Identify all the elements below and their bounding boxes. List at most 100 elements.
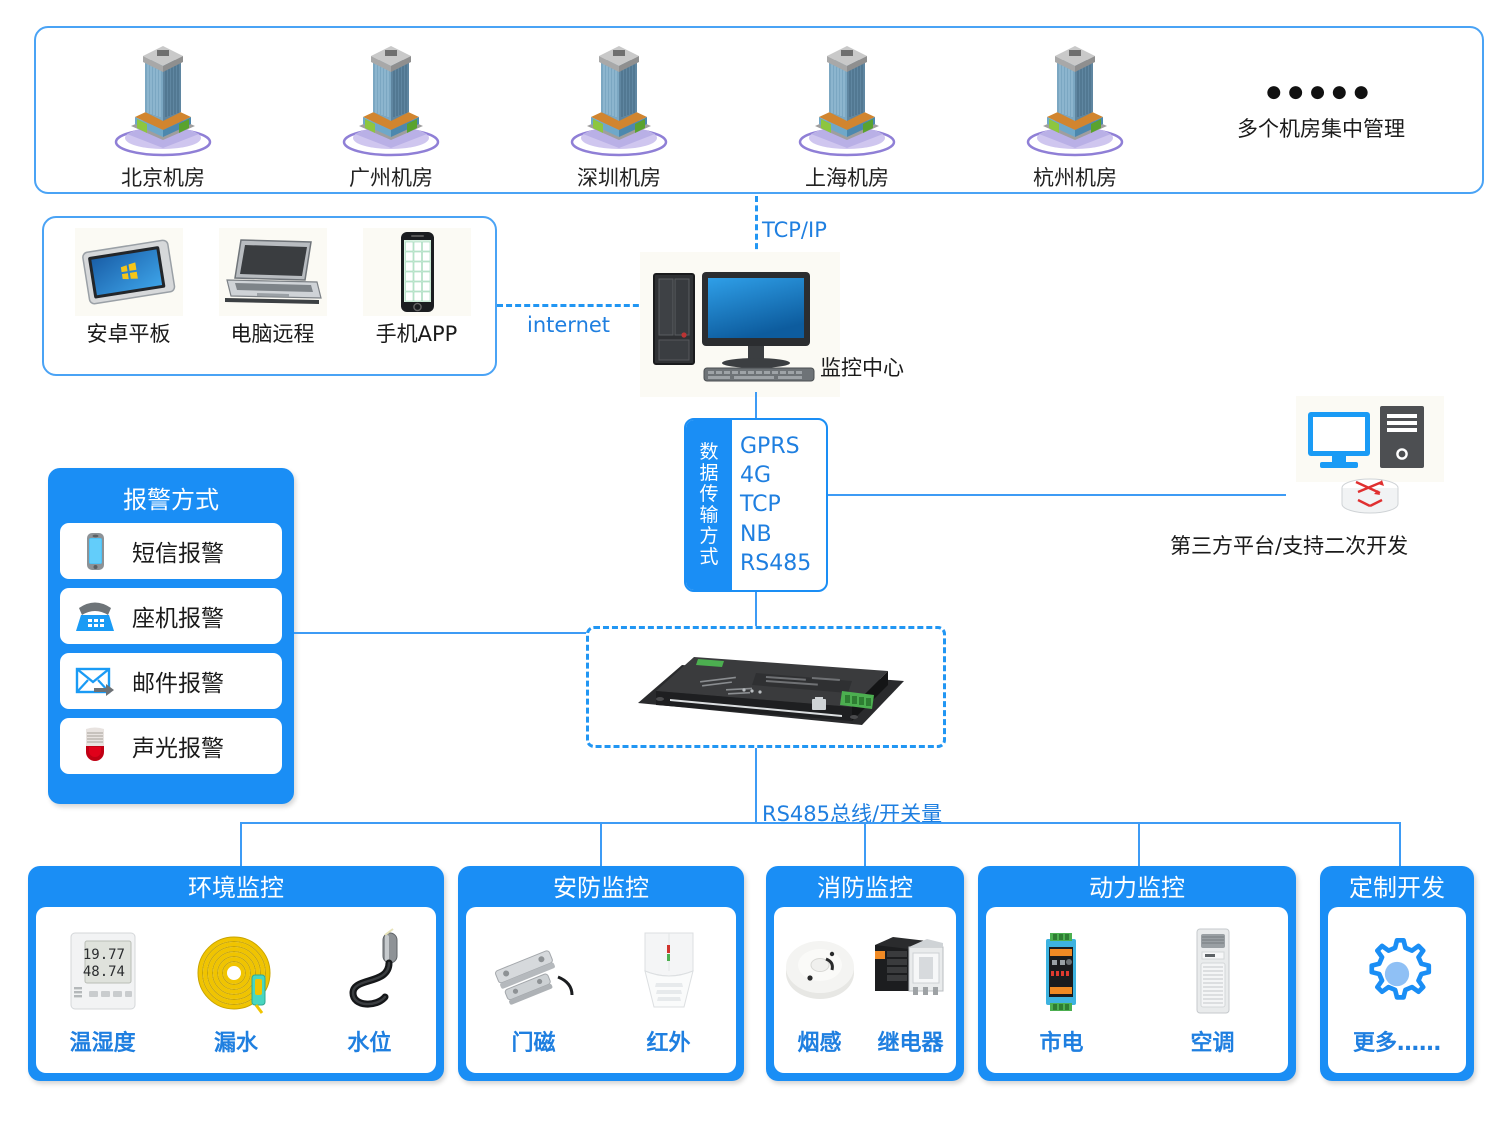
alarm-method-label: 声光报警	[132, 736, 224, 762]
building-icon	[114, 46, 212, 157]
internet-link-label: internet	[527, 313, 611, 337]
alarm-to-controller-line	[294, 632, 590, 634]
sensor-label: 烟感	[797, 1031, 842, 1056]
alarm-method-label: 邮件报警	[132, 671, 224, 697]
category-panel-fire: 消防监控 烟感	[766, 866, 964, 1081]
sensor-label: 市电	[1039, 1031, 1084, 1056]
building-icon	[798, 46, 896, 157]
machine-room-label: 杭州机房	[1033, 166, 1117, 190]
water-level-probe-icon	[349, 928, 398, 1008]
sensor-label: 门磁	[511, 1031, 556, 1056]
client-device-item[interactable]: 安卓平板	[56, 228, 201, 348]
monitoring-host-controller[interactable]	[586, 626, 946, 748]
laptop-icon	[218, 228, 327, 316]
machine-room-item[interactable]: 上海机房	[762, 42, 932, 192]
water-leak-rope-icon	[197, 936, 271, 1014]
more-rooms-caption: 多个机房集中管理	[1237, 117, 1405, 141]
machine-room-item[interactable]: 北京机房	[78, 42, 248, 192]
sensor-item[interactable]: 19.77 48.74 温湿度	[36, 925, 169, 1073]
transmission-title-char: 传	[699, 483, 719, 506]
category-panel-environment: 环境监控 19.77 48.74 温湿度	[28, 866, 444, 1081]
internet-dashed-link	[497, 304, 657, 307]
alarm-method-item[interactable]: 短信报警	[60, 523, 282, 579]
client-device-item[interactable]: 电脑远程	[200, 228, 345, 348]
gear-icon	[1369, 938, 1432, 1000]
tcpip-link-label: TCP/IP	[762, 218, 827, 242]
transmission-to-thirdparty-line	[828, 494, 1286, 496]
alarm-method-item[interactable]: 声光报警	[60, 718, 282, 774]
sensor-item[interactable]: 红外	[601, 925, 736, 1073]
data-transmission-box[interactable]: 数 据 传 输 方 式 GPRS 4G TCP NB RS485	[684, 418, 828, 592]
bus-drop-custom	[1399, 822, 1401, 868]
client-devices-panel: 安卓平板 电脑远程	[42, 216, 497, 376]
transmission-title-char: 方	[699, 524, 719, 547]
transmission-title-char: 据	[699, 462, 719, 485]
client-device-label: 安卓平板	[86, 322, 171, 346]
sensor-label: 继电器	[877, 1031, 944, 1056]
alarm-method-item[interactable]: 座机报警	[60, 588, 282, 644]
temp-humidity-sensor-icon: 19.77 48.74	[70, 932, 136, 1010]
category-body: 门磁 红外	[466, 907, 736, 1073]
transmission-title-char: 式	[699, 545, 719, 568]
category-title: 安防监控	[553, 874, 649, 902]
alarm-method-item[interactable]: 邮件报警	[60, 653, 282, 709]
sensor-item[interactable]: 漏水	[169, 925, 302, 1073]
server-router-icon	[1296, 396, 1444, 514]
sounder-beacon-icon	[86, 727, 104, 761]
sensor-item[interactable]: 市电	[986, 925, 1137, 1073]
category-body: 市电	[986, 907, 1288, 1073]
tcpip-dashed-link	[755, 196, 758, 268]
building-icon	[1026, 46, 1124, 157]
client-device-item[interactable]: 手机APP	[344, 228, 489, 348]
transmission-title-char: 数	[699, 441, 719, 464]
machine-room-item[interactable]: 广州机房	[306, 42, 476, 192]
sensor-item[interactable]: 继电器	[865, 925, 956, 1073]
sensor-item[interactable]: 空调	[1137, 925, 1288, 1073]
sensor-item[interactable]: 门磁	[466, 925, 601, 1073]
sensor-item[interactable]: 更多……	[1328, 931, 1466, 1073]
envelope-arrow-icon	[75, 667, 114, 696]
category-panel-security: 安防监控 门磁	[458, 866, 744, 1081]
door-contact-icon	[494, 950, 573, 1005]
bus-drop-security	[600, 822, 602, 868]
sensor-item[interactable]: 烟感	[774, 925, 865, 1073]
category-body: 更多……	[1328, 907, 1466, 1073]
machine-room-label: 广州机房	[349, 166, 433, 190]
alarm-method-label: 座机报警	[132, 606, 224, 632]
humidity-reading: 48.74	[83, 964, 125, 980]
category-title: 消防监控	[817, 874, 913, 902]
monitoring-center[interactable]	[640, 252, 840, 397]
center-to-transmission-line	[755, 392, 757, 420]
category-title: 动力监控	[1089, 874, 1185, 902]
more-rooms-note: ●●●●● 多个机房集中管理	[1201, 84, 1441, 143]
machine-room-item[interactable]: 深圳机房	[534, 42, 704, 192]
relay-icon	[874, 937, 943, 995]
transmission-method: GPRS	[740, 433, 800, 459]
air-conditioner-icon	[1196, 928, 1229, 1014]
sensor-label: 温湿度	[69, 1031, 136, 1056]
category-body: 19.77 48.74 温湿度	[36, 907, 436, 1073]
transmission-to-controller-line	[755, 592, 757, 628]
sensor-label: 更多……	[1352, 1031, 1441, 1056]
temp-reading: 19.77	[83, 947, 125, 963]
third-party-platform[interactable]	[1296, 396, 1476, 532]
bus-drop-environment	[240, 822, 242, 868]
monitoring-host-device-icon	[638, 657, 904, 725]
transmission-title-vertical: 数 据 传 输 方 式	[686, 420, 732, 590]
sensor-label: 空调	[1190, 1031, 1235, 1056]
category-panel-power: 动力监控	[978, 866, 1296, 1081]
desktop-computer-icon	[653, 272, 815, 382]
sensor-item[interactable]: 水位	[303, 925, 436, 1073]
landline-phone-icon	[76, 602, 114, 631]
category-title: 定制开发	[1349, 874, 1445, 902]
monitoring-center-label: 监控中心	[820, 356, 904, 380]
transmission-method: RS485	[740, 550, 812, 576]
sensor-label: 漏水	[213, 1031, 258, 1056]
alarm-methods-panel: 报警方式 短信报警 座机报警	[48, 468, 294, 804]
category-panel-custom: 定制开发 更多……	[1320, 866, 1474, 1081]
transmission-method: NB	[740, 521, 772, 547]
mobile-phone-icon	[87, 533, 104, 570]
transmission-method-list: GPRS 4G TCP NB RS485	[732, 420, 826, 590]
alarm-method-label: 短信报警	[132, 541, 224, 567]
machine-room-item[interactable]: 杭州机房	[990, 42, 1160, 192]
